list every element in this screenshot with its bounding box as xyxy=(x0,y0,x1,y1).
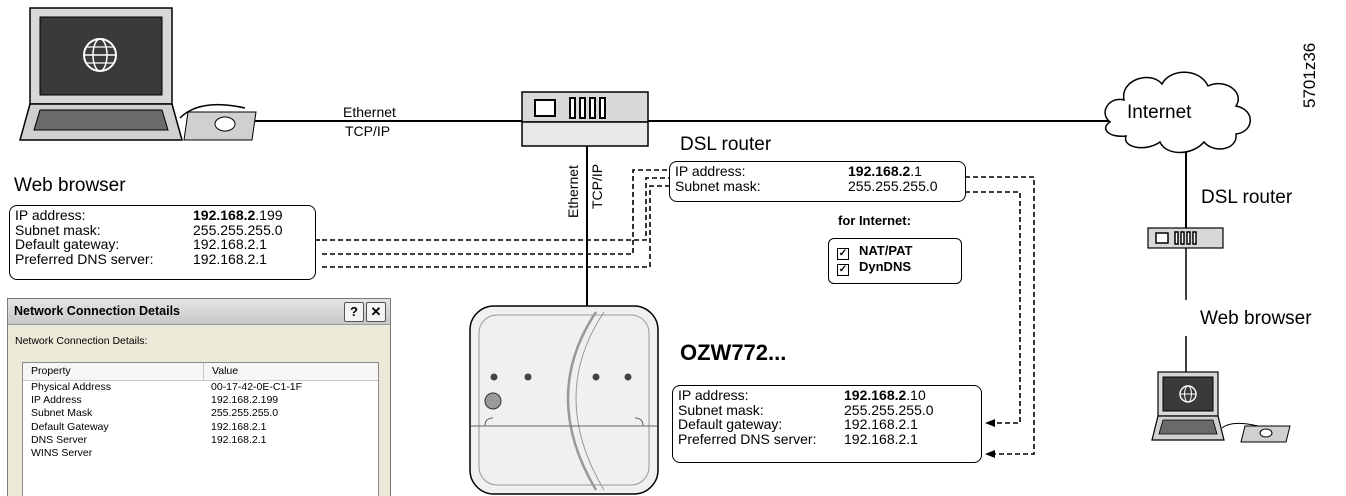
pc-network-settings-box: IP address: 192.168.2.199 Subnet mask: 2… xyxy=(9,205,316,280)
web-browser-label: Web browser xyxy=(14,175,126,196)
dsl-router-label-remote: DSL router xyxy=(1201,187,1293,208)
device-mask-value: 255.255.255.0 xyxy=(844,401,934,418)
dialog-subtitle: Network Connection Details: xyxy=(15,335,148,347)
network-connection-details-dialog: Network Connection Details ? ✕ Network C… xyxy=(7,298,391,496)
laptop-icon-left xyxy=(19,7,257,141)
arrow-heads xyxy=(985,419,995,458)
router-mask-value: 255.255.255.0 xyxy=(848,177,938,194)
internet-features-box: ✓NAT/PAT ✓DynDNS xyxy=(828,238,962,284)
router-ip-key: IP address: xyxy=(675,163,746,179)
device-ip-bold: 192.168.2 xyxy=(844,387,907,403)
pc-ip-bold: 192.168.2 xyxy=(193,207,256,223)
feature-nat-pat: ✓NAT/PAT xyxy=(837,243,913,260)
pc-ip-key: IP address: xyxy=(15,207,86,223)
list-item[interactable]: IP Address 192.168.2.199 xyxy=(23,394,378,407)
list-item[interactable]: DNS Server 192.168.2.1 xyxy=(23,434,378,447)
checkbox-checked-icon: ✓ xyxy=(837,248,849,260)
list-item[interactable]: Physical Address 00-17-42-0E-C1-1F xyxy=(23,381,378,394)
internet-features-title: for Internet: xyxy=(838,213,911,228)
property-cell: DNS Server xyxy=(31,433,88,446)
column-header-value[interactable]: Value xyxy=(203,363,378,380)
router-ip-bold: 192.168.2 xyxy=(848,163,911,179)
list-item[interactable]: Default Gateway 192.168.2.1 xyxy=(23,421,378,434)
dsl-router-icon xyxy=(521,91,649,147)
device-dns-value: 192.168.2.1 xyxy=(844,430,918,447)
value-cell: 255.255.255.0 xyxy=(211,407,279,420)
pc-ip-rest: .199 xyxy=(255,207,283,223)
pc-mask-key: Subnet mask: xyxy=(15,221,101,238)
pc-gateway-value: 192.168.2.1 xyxy=(193,236,267,252)
router-network-settings-box: IP address: 192.168.2.1 Subnet mask: 255… xyxy=(669,161,966,202)
help-button[interactable]: ? xyxy=(344,302,364,322)
property-cell: Subnet Mask xyxy=(31,407,93,420)
pc-dns-key: Preferred DNS server: xyxy=(15,250,154,267)
value-cell: 192.168.2.1 xyxy=(211,420,267,433)
router-ip-rest: .1 xyxy=(910,163,922,179)
column-header-property[interactable]: Property xyxy=(31,365,71,377)
dsl-router-label: DSL router xyxy=(680,134,772,155)
web-browser-label-remote: Web browser xyxy=(1200,308,1312,329)
figure-code: 5701z36 xyxy=(1300,42,1319,108)
value-cell: 192.168.2.1 xyxy=(211,433,267,446)
feature-dyndns: ✓DynDNS xyxy=(837,259,912,276)
device-gateway-value: 192.168.2.1 xyxy=(844,416,918,432)
pc-mask-value: 255.255.255.0 xyxy=(193,221,283,238)
value-cell xyxy=(203,447,378,460)
remote-router-icon xyxy=(1147,227,1224,249)
checkbox-checked-icon: ✓ xyxy=(837,264,849,276)
internet-cloud-icon xyxy=(1104,71,1251,154)
device-label: OZW772... xyxy=(680,340,787,365)
dialog-titlebar: Network Connection Details ? ✕ xyxy=(8,299,390,325)
pc-gateway-key: Default gateway: xyxy=(15,236,120,252)
dialog-title: Network Connection Details xyxy=(14,304,180,318)
ozw772-device-icon xyxy=(469,305,659,495)
tcpip-label-vertical: TCP/IP xyxy=(589,163,605,209)
device-dns-key: Preferred DNS server: xyxy=(678,430,817,447)
value-cell: 00-17-42-0E-C1-1F xyxy=(211,381,303,393)
property-cell: Default Gateway xyxy=(31,420,109,433)
device-ip-key: IP address: xyxy=(678,387,749,403)
device-gateway-key: Default gateway: xyxy=(678,416,783,432)
router-mask-key: Subnet mask: xyxy=(675,177,761,194)
ethernet-label-vertical: Ethernet xyxy=(565,165,581,218)
ethernet-label-horizontal: Ethernet xyxy=(343,104,396,120)
details-list[interactable]: Property Value Physical Address 00-17-42-… xyxy=(22,362,379,496)
device-ip-rest: .10 xyxy=(906,387,926,403)
list-item[interactable]: Subnet Mask 255.255.255.0 xyxy=(23,407,378,420)
list-header: Property Value xyxy=(23,363,378,381)
close-button[interactable]: ✕ xyxy=(366,302,386,322)
property-cell: WINS Server xyxy=(31,447,93,460)
property-cell: IP Address xyxy=(31,394,82,407)
list-item[interactable]: WINS Server xyxy=(23,447,378,460)
tcpip-label-horizontal: TCP/IP xyxy=(345,123,391,139)
pc-dns-value: 192.168.2.1 xyxy=(193,250,267,267)
device-network-settings-box: IP address: 192.168.2.10 Subnet mask: 25… xyxy=(672,385,982,463)
internet-label: Internet xyxy=(1127,102,1192,123)
value-cell: 192.168.2.199 xyxy=(211,394,279,407)
laptop-icon-remote xyxy=(1151,371,1291,443)
property-cell: Physical Address xyxy=(31,381,111,393)
dashed-mapping-lines xyxy=(315,169,1035,455)
device-mask-key: Subnet mask: xyxy=(678,401,764,418)
